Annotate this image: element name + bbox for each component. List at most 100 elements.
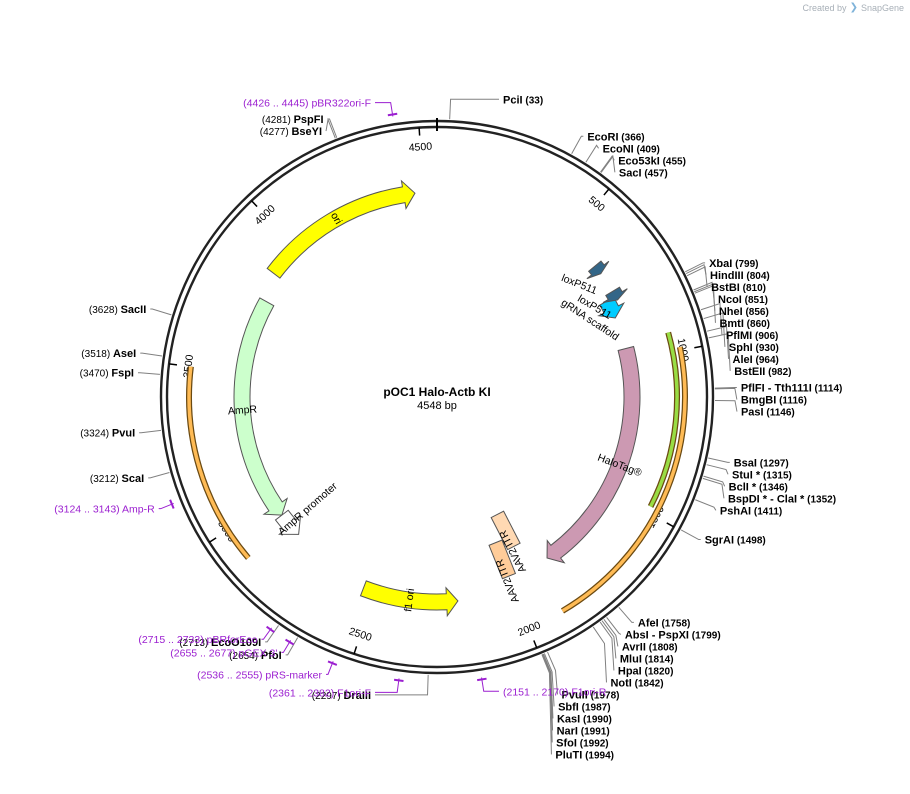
site-name: FspI <box>111 368 134 380</box>
site-position: (2713) <box>179 638 208 649</box>
site-leader-line <box>680 529 701 541</box>
feature-ampr: AmpR <box>227 297 289 516</box>
site-noti[interactable]: NotI (1842) <box>610 677 663 689</box>
site-draiii[interactable]: (2297) DraIII <box>312 690 371 702</box>
site-nhei[interactable]: NheI (856) <box>719 306 769 318</box>
site-sphi[interactable]: SphI (930) <box>729 342 779 354</box>
site-label: PshAI (1411) <box>720 505 782 517</box>
site-sfoi[interactable]: SfoI (1992) <box>556 737 608 749</box>
site-leader-line <box>547 651 558 695</box>
site-stui[interactable]: StuI * (1315) <box>732 469 792 481</box>
site-label: BspDI * - ClaI * (1352) <box>728 493 836 505</box>
site-scai[interactable]: (3212) ScaI <box>90 473 144 485</box>
primer-f1ori-f[interactable]: (2361 .. 2382) F1ori-F <box>269 687 371 699</box>
site-bsteii[interactable]: BstEII (982) <box>734 366 791 378</box>
site-hindiii[interactable]: HindIII (804) <box>710 270 770 282</box>
site-label: EcoNI (409) <box>603 143 660 155</box>
site-pvuii[interactable]: PvuII (1978) <box>561 689 619 701</box>
site-position: (1808) <box>649 642 678 653</box>
site-label: NheI (856) <box>719 306 769 318</box>
site-position: (3628) <box>89 305 118 316</box>
site-asei[interactable]: (3518) AseI <box>81 348 136 360</box>
plasmid-name: pOC1 Halo-Actb KI <box>383 385 490 399</box>
site-afei[interactable]: AfeI (1758) <box>638 617 690 629</box>
site-position: (982) <box>768 367 791 378</box>
site-label: PluTI (1994) <box>555 749 614 761</box>
site-name: EcoNI <box>603 143 634 155</box>
site-position: (455) <box>663 156 686 167</box>
site-sbfi[interactable]: SbfI (1987) <box>558 701 610 713</box>
site-name: PasI <box>741 407 764 419</box>
site-leader-line <box>592 626 607 683</box>
site-fspi[interactable]: (3470) FspI <box>80 368 134 380</box>
site-name: BstBI <box>711 282 740 294</box>
site-pflfi-tth111i[interactable]: PflFI - Tth111I (1114) <box>741 383 843 395</box>
site-absi-pspxi[interactable]: AbsI - PspXI (1799) <box>625 629 721 641</box>
site-hpai[interactable]: HpaI (1820) <box>618 665 674 677</box>
site-label: (2654) PfoI <box>229 650 281 662</box>
site-mlui[interactable]: MluI (1814) <box>620 653 674 665</box>
site-alei[interactable]: AleI (964) <box>733 354 779 366</box>
site-leader-line <box>694 284 716 323</box>
primer-leader-line <box>261 627 273 640</box>
annotation-arcs <box>186 331 688 614</box>
site-bcli[interactable]: BclI * (1346) <box>729 481 788 493</box>
primer-f1ori-r[interactable]: (2151 .. 2170) F1ori-R <box>503 686 607 698</box>
site-position: (1297) <box>760 458 789 469</box>
site-name: Eco53kI <box>618 155 660 167</box>
site-pspfi[interactable]: (4281) PspFI <box>262 114 324 126</box>
primer-range: (2361 .. 2382) <box>269 687 334 699</box>
site-name: PflFI - Tth111I <box>741 383 812 395</box>
site-pcii[interactable]: PciI (33) <box>503 94 543 106</box>
site-pshai[interactable]: PshAI (1411) <box>720 505 782 517</box>
site-pfoi[interactable]: (2654) PfoI <box>229 650 281 662</box>
primer-pbr322ori-f[interactable]: (4426 .. 4445) pBR322ori-F <box>243 98 371 110</box>
primer-binding-mark <box>327 660 338 666</box>
site-name: StuI * <box>732 469 761 481</box>
site-label: PflMI (906) <box>726 330 778 342</box>
site-sacii[interactable]: (3628) SacII <box>89 304 146 316</box>
site-pvui[interactable]: (3324) PvuI <box>80 428 135 440</box>
site-label: SacI (457) <box>619 167 668 179</box>
site-leader-line <box>541 654 552 755</box>
site-avrii[interactable]: AvrII (1808) <box>622 641 678 653</box>
primer-leader-line <box>375 102 394 117</box>
site-eco53ki[interactable]: Eco53kI (455) <box>618 155 686 167</box>
primer-amp-r[interactable]: (3124 .. 3143) Amp-R <box>54 504 155 516</box>
site-xbai[interactable]: XbaI (799) <box>709 258 758 270</box>
site-label: PasI (1146) <box>741 407 795 419</box>
site-ecoo109i[interactable]: (2713) EcoO109I <box>179 637 261 649</box>
site-pasi[interactable]: PasI (1146) <box>741 407 795 419</box>
site-leader-line <box>325 117 336 139</box>
site-leader-line <box>702 477 725 499</box>
site-nari[interactable]: NarI (1991) <box>557 725 610 737</box>
site-leader-line <box>543 653 555 707</box>
site-bmti[interactable]: BmtI (860) <box>719 318 770 330</box>
amp-r-orange-arc <box>187 366 250 560</box>
site-pflmi[interactable]: PflMI (906) <box>726 330 778 342</box>
site-bsai[interactable]: BsaI (1297) <box>734 457 789 469</box>
site-bspdi-clai[interactable]: BspDI * - ClaI * (1352) <box>728 493 836 505</box>
tick-label: 2000 <box>516 619 542 639</box>
site-leader-line <box>139 429 162 434</box>
site-label: BsaI (1297) <box>734 457 789 469</box>
site-sgrai[interactable]: SgrAI (1498) <box>705 535 766 547</box>
site-pluti[interactable]: PluTI (1994) <box>555 749 614 761</box>
site-position: (1758) <box>661 618 690 629</box>
site-bstbi[interactable]: BstBI (810) <box>711 282 766 294</box>
site-ncoi[interactable]: NcoI (851) <box>718 294 768 306</box>
site-bseyi[interactable]: (4277) BseYI <box>260 126 322 138</box>
primer-prs-marker[interactable]: (2536 .. 2555) pRS-marker <box>197 669 322 681</box>
site-position: (3518) <box>81 349 110 360</box>
primer-binding-mark <box>393 678 404 683</box>
site-ecori[interactable]: EcoRI (366) <box>587 131 644 143</box>
site-econi[interactable]: EcoNI (409) <box>603 143 660 155</box>
site-bmgbi[interactable]: BmgBI (1116) <box>741 395 807 407</box>
tick-mark <box>533 640 538 649</box>
site-leader-line <box>542 653 553 743</box>
site-kasi[interactable]: KasI (1990) <box>557 713 612 725</box>
primer-pgex-3[interactable]: (2655 .. 2677) pGEX 3' <box>170 647 277 659</box>
primer-pbrforeco[interactable]: (2715 .. 2733) pBRforEco <box>138 634 257 646</box>
site-saci[interactable]: SacI (457) <box>619 167 668 179</box>
